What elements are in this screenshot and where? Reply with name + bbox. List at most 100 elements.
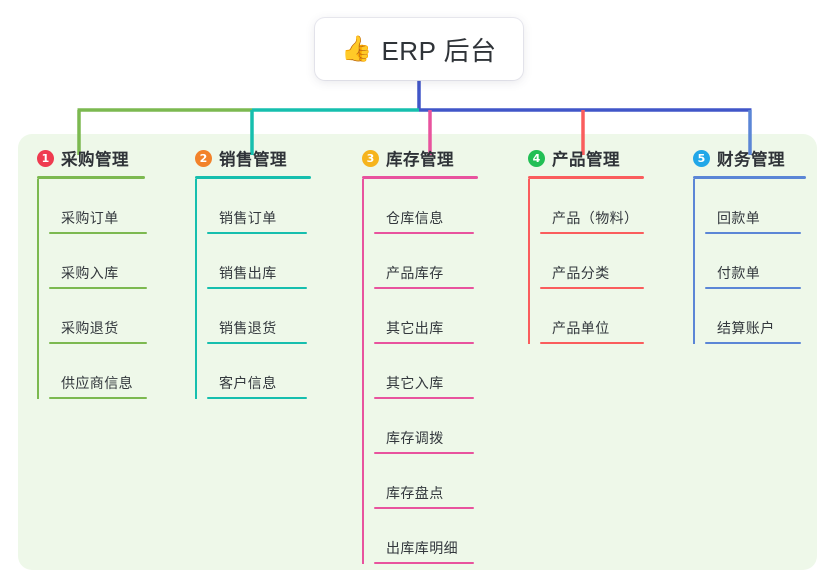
branch-item-list: 仓库信息产品库存其它出库其它入库库存调拨库存盘点出库库明细: [362, 179, 478, 564]
root-node-title: ERP 后台: [381, 35, 497, 66]
branch-item-underline: [705, 287, 801, 289]
branch-item[interactable]: 回款单: [705, 179, 806, 234]
branch-header-3[interactable]: 3 库存管理: [362, 146, 478, 170]
branch-item-list: 销售订单销售出库销售退货客户信息: [195, 179, 311, 399]
branch-item[interactable]: 产品分类: [540, 234, 644, 289]
branch-item-label: 销售订单: [219, 210, 277, 226]
branch-item-underline: [374, 232, 474, 234]
branch-item-underline: [49, 342, 147, 344]
branch-item[interactable]: 出库库明细: [374, 509, 478, 564]
branch-title: 库存管理: [386, 151, 454, 169]
thumbs-up-icon: 👍: [341, 34, 373, 63]
branch-item-list: 采购订单采购入库采购退货供应商信息: [37, 179, 147, 399]
branch-item-label: 采购退货: [61, 320, 119, 336]
branch-title: 财务管理: [717, 151, 785, 169]
branch-item-underline: [540, 232, 644, 234]
branch-item-label: 其它出库: [386, 320, 444, 336]
branch-item-label: 采购订单: [61, 210, 119, 226]
branch-header-underline: [362, 176, 478, 179]
branch-item[interactable]: 供应商信息: [49, 344, 147, 399]
branch-header-5[interactable]: 5 财务管理: [693, 146, 806, 170]
root-node-content: 👍 ERP 后台: [341, 31, 496, 68]
branch-item[interactable]: 采购订单: [49, 179, 147, 234]
branch-item-underline: [374, 507, 474, 509]
branch-item-underline: [540, 342, 644, 344]
branch-header-underline: [195, 176, 311, 179]
branch-column-3: 3 库存管理仓库信息产品库存其它出库其它入库库存调拨库存盘点出库库明细: [362, 146, 478, 564]
branch-item-underline: [207, 397, 307, 399]
branch-item-label: 产品单位: [552, 320, 610, 336]
branch-item[interactable]: 客户信息: [207, 344, 311, 399]
branch-item[interactable]: 其它入库: [374, 344, 478, 399]
branch-trunk-line: [362, 179, 364, 564]
branch-item-underline: [207, 232, 307, 234]
branch-item-underline: [207, 342, 307, 344]
branch-item-underline: [374, 397, 474, 399]
branch-item[interactable]: 其它出库: [374, 289, 478, 344]
branch-item-underline: [374, 562, 474, 564]
branch-item-label: 销售退货: [219, 320, 277, 336]
branch-item-label: 供应商信息: [61, 375, 133, 391]
diagram-background-panel: [18, 134, 817, 570]
branch-item[interactable]: 采购退货: [49, 289, 147, 344]
branch-header-1[interactable]: 1 采购管理: [37, 146, 145, 170]
branch-item-label: 客户信息: [219, 375, 277, 391]
branch-item-underline: [49, 397, 147, 399]
branch-number-badge: 4: [528, 149, 545, 167]
branch-item-label: 库存盘点: [386, 485, 444, 501]
branch-item-underline: [49, 232, 147, 234]
branch-item[interactable]: 结算账户: [705, 289, 806, 344]
branch-item[interactable]: 采购入库: [49, 234, 147, 289]
branch-item-label: 产品分类: [552, 265, 610, 281]
branch-item-underline: [540, 287, 644, 289]
branch-item-label: 其它入库: [386, 375, 444, 391]
branch-title: 采购管理: [61, 151, 129, 169]
branch-number-badge: 3: [362, 149, 379, 167]
branch-item-label: 产品（物料）: [552, 210, 639, 226]
branch-item-underline: [705, 342, 801, 344]
branch-item[interactable]: 付款单: [705, 234, 806, 289]
branch-item-underline: [207, 287, 307, 289]
branch-item-list: 产品（物料） 产品分类产品单位: [528, 179, 644, 344]
branch-item[interactable]: 库存盘点: [374, 454, 478, 509]
branch-title: 销售管理: [219, 151, 287, 169]
branch-number-badge: 5: [693, 149, 710, 167]
branch-item[interactable]: 销售出库: [207, 234, 311, 289]
branch-item[interactable]: 仓库信息: [374, 179, 478, 234]
branch-trunk-line: [693, 179, 695, 344]
branch-number-badge: 1: [37, 149, 54, 167]
branch-header-4[interactable]: 4 产品管理: [528, 146, 644, 170]
branch-header-underline: [693, 176, 806, 179]
branch-item-underline: [705, 232, 801, 234]
branch-item-underline: [374, 452, 474, 454]
branch-column-4: 4 产品管理产品（物料） 产品分类产品单位: [528, 146, 644, 344]
branch-title: 产品管理: [552, 151, 620, 169]
branch-column-1: 1 采购管理采购订单采购入库采购退货供应商信息: [37, 146, 147, 399]
branch-item-list: 回款单付款单结算账户: [693, 179, 806, 344]
branch-item[interactable]: 产品库存: [374, 234, 478, 289]
branch-item[interactable]: 库存调拨: [374, 399, 478, 454]
branch-item[interactable]: 产品（物料）: [540, 179, 644, 234]
branch-item-label: 结算账户: [717, 320, 775, 336]
branch-item[interactable]: 销售订单: [207, 179, 311, 234]
branch-item-label: 库存调拨: [386, 430, 444, 446]
branch-header-underline: [528, 176, 644, 179]
branch-item-label: 付款单: [717, 265, 761, 281]
branch-item-label: 出库库明细: [386, 540, 458, 556]
branch-item-underline: [374, 342, 474, 344]
branch-item[interactable]: 销售退货: [207, 289, 311, 344]
branch-column-5: 5 财务管理回款单付款单结算账户: [693, 146, 806, 344]
branch-trunk-line: [528, 179, 530, 344]
branch-item-label: 仓库信息: [386, 210, 444, 226]
branch-item-underline: [49, 287, 147, 289]
root-node-card[interactable]: 👍 ERP 后台: [315, 18, 523, 80]
branch-header-underline: [37, 176, 145, 179]
branch-item-label: 销售出库: [219, 265, 277, 281]
branch-item-underline: [374, 287, 474, 289]
branch-item-label: 采购入库: [61, 265, 119, 281]
branch-trunk-line: [37, 179, 39, 399]
branch-item[interactable]: 产品单位: [540, 289, 644, 344]
